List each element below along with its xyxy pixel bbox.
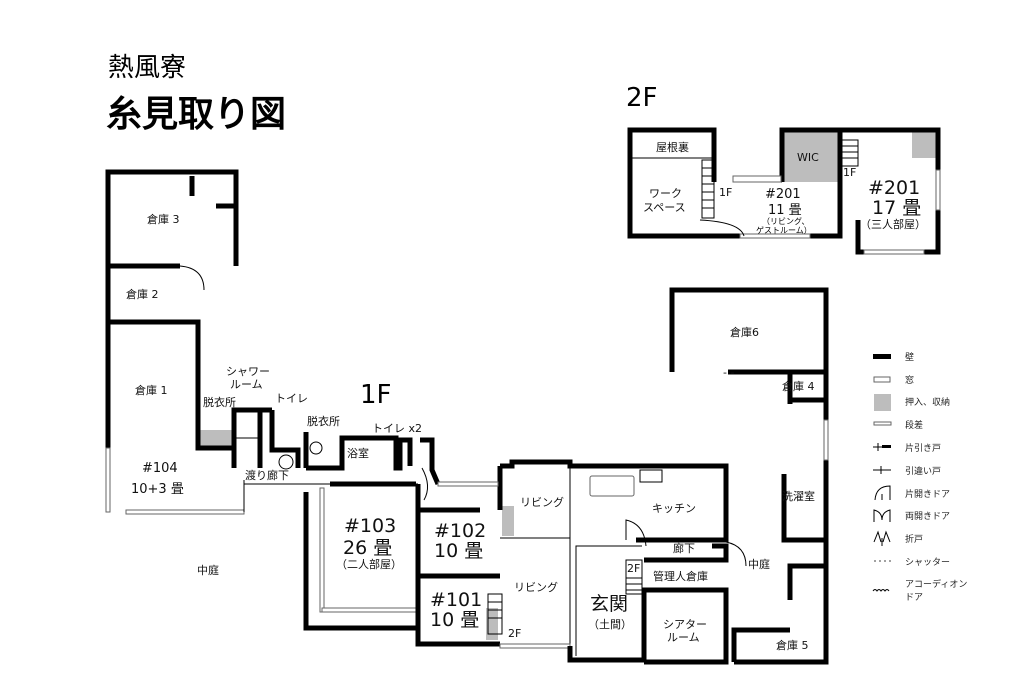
legend-label: 折戸 (905, 533, 923, 545)
label-bathroom: 浴室 (347, 446, 369, 460)
first-floor-plan: - - (105, 169, 829, 665)
plan-title: 糸見取り図 (106, 94, 286, 135)
legend-label: 窓 (905, 374, 914, 386)
label-theater-2: ルーム (667, 631, 700, 644)
second-floor-plan: 屋根裏 ワーク スペース WIC 1F 1F #201 11 畳 （リビング、 … (627, 127, 941, 255)
wall-legend-icon (873, 354, 891, 359)
room-101-size: 10 畳 (430, 609, 479, 631)
legend: 壁 窓 押入、収納 段差 片引き戸 引違い戸 片開きドア 両開きドア 折戸 シャ… (872, 351, 967, 603)
label-entrance-note: （土間） (588, 618, 632, 631)
label-laundry: 洗濯室 (782, 489, 815, 503)
label-storage2: 倉庫 2 (126, 287, 159, 301)
folding-door-legend-icon (873, 530, 891, 546)
legend-label: シャッター (905, 557, 950, 568)
accordion-door-legend-icon (872, 589, 890, 592)
room-201-bedroom-note: （三人部屋） (860, 217, 926, 231)
legend-label: 両開きドア (905, 511, 950, 522)
room-201-living-size: 11 畳 (768, 203, 802, 218)
legend-label: アコーディオン (905, 578, 967, 590)
floor-label-1f: 1F (360, 380, 392, 410)
stairs-2f-b (839, 139, 859, 167)
label-dressing-b: 脱衣所 (307, 414, 340, 428)
label-stairs-1f-a: 1F (719, 186, 732, 199)
double-swing-door-legend-icon (873, 509, 891, 522)
room-103-note: （二人部屋） (336, 557, 402, 571)
room-104-size: 10+3 畳 (131, 482, 184, 497)
room-201-living-note-1: （リビング、 (762, 216, 809, 226)
wic-storage (782, 130, 838, 182)
label-stairs-1f-b: 1F (843, 166, 856, 179)
label-manager-storage: 管理人倉庫 (653, 569, 708, 583)
legend-label: 段差 (905, 419, 923, 431)
storage-legend-icon (874, 394, 891, 411)
room-201-bedroom-number: #201 (868, 177, 920, 199)
room-102-number: #102 (434, 520, 486, 542)
legend-label: 片開きドア (905, 488, 950, 500)
door-arc-icon (699, 219, 745, 237)
double-sliding-door-legend-icon (873, 466, 891, 474)
label-wic: WIC (797, 151, 819, 164)
label-corridor-bridge: 渡り廊下 (245, 468, 289, 482)
legend-label: 押入、収納 (905, 396, 950, 408)
single-swing-door-legend-icon (874, 485, 891, 501)
legend-label: ドア (905, 593, 923, 603)
stairs-1f-b (625, 559, 643, 595)
room-103-size: 26 畳 (343, 537, 392, 559)
room-201-living-number: #201 (765, 187, 801, 202)
label-workspace-2: スペース (643, 201, 686, 214)
label-living-a: リビング (520, 495, 564, 509)
label-theater-1: シアター (663, 618, 707, 631)
label-kitchen: キッチン (652, 502, 696, 515)
closet-storage (912, 130, 936, 158)
label-courtyard-left: 中庭 (197, 563, 219, 577)
label-entrance: 玄関 (590, 593, 628, 615)
plan-subtitle: 熱風寮 (108, 53, 186, 83)
shutter-icon: - - (723, 366, 734, 379)
room-102-size: 10 畳 (434, 540, 483, 562)
label-courtyard-right: 中庭 (748, 557, 770, 571)
label-storage3: 倉庫 3 (147, 212, 180, 226)
window-legend-icon (873, 376, 891, 383)
stairs-2f-a (701, 159, 715, 219)
label-shower-1: シャワー (226, 365, 270, 378)
legend-label: 引違い戸 (905, 465, 941, 477)
label-storage6: 倉庫6 (730, 325, 759, 339)
legend-label: 片引き戸 (905, 442, 941, 454)
label-corridor: 廊下 (673, 541, 695, 555)
label-stairs-2f-a: 2F (508, 627, 521, 640)
label-toilet-x2: トイレ x2 (372, 422, 422, 435)
room-104-number: #104 (142, 461, 178, 476)
single-sliding-door-legend-icon (873, 443, 891, 451)
label-workspace-1: ワーク (649, 187, 682, 200)
label-storage5: 倉庫 5 (776, 638, 809, 652)
room-103-number: #103 (344, 515, 396, 537)
label-dressing-a: 脱衣所 (203, 395, 236, 409)
label-toilet-a: トイレ (275, 392, 308, 405)
label-living-b: リビング (514, 580, 558, 594)
label-storage1: 倉庫 1 (135, 383, 168, 397)
label-attic: 屋根裏 (656, 140, 689, 154)
floor-label-2f: 2F (626, 83, 658, 113)
room-201-living-note-2: ゲストルーム） (756, 225, 812, 235)
room-201-bedroom-size: 17 畳 (872, 197, 921, 219)
legend-label: 壁 (905, 351, 914, 363)
step-legend-icon (873, 421, 892, 426)
room-101-number: #101 (430, 589, 482, 611)
label-stairs-2f-b: 2F (627, 562, 640, 575)
label-storage4: 倉庫 4 (782, 379, 815, 393)
label-shower-2: ルーム (230, 378, 263, 391)
stairs-1f-a (487, 593, 503, 635)
